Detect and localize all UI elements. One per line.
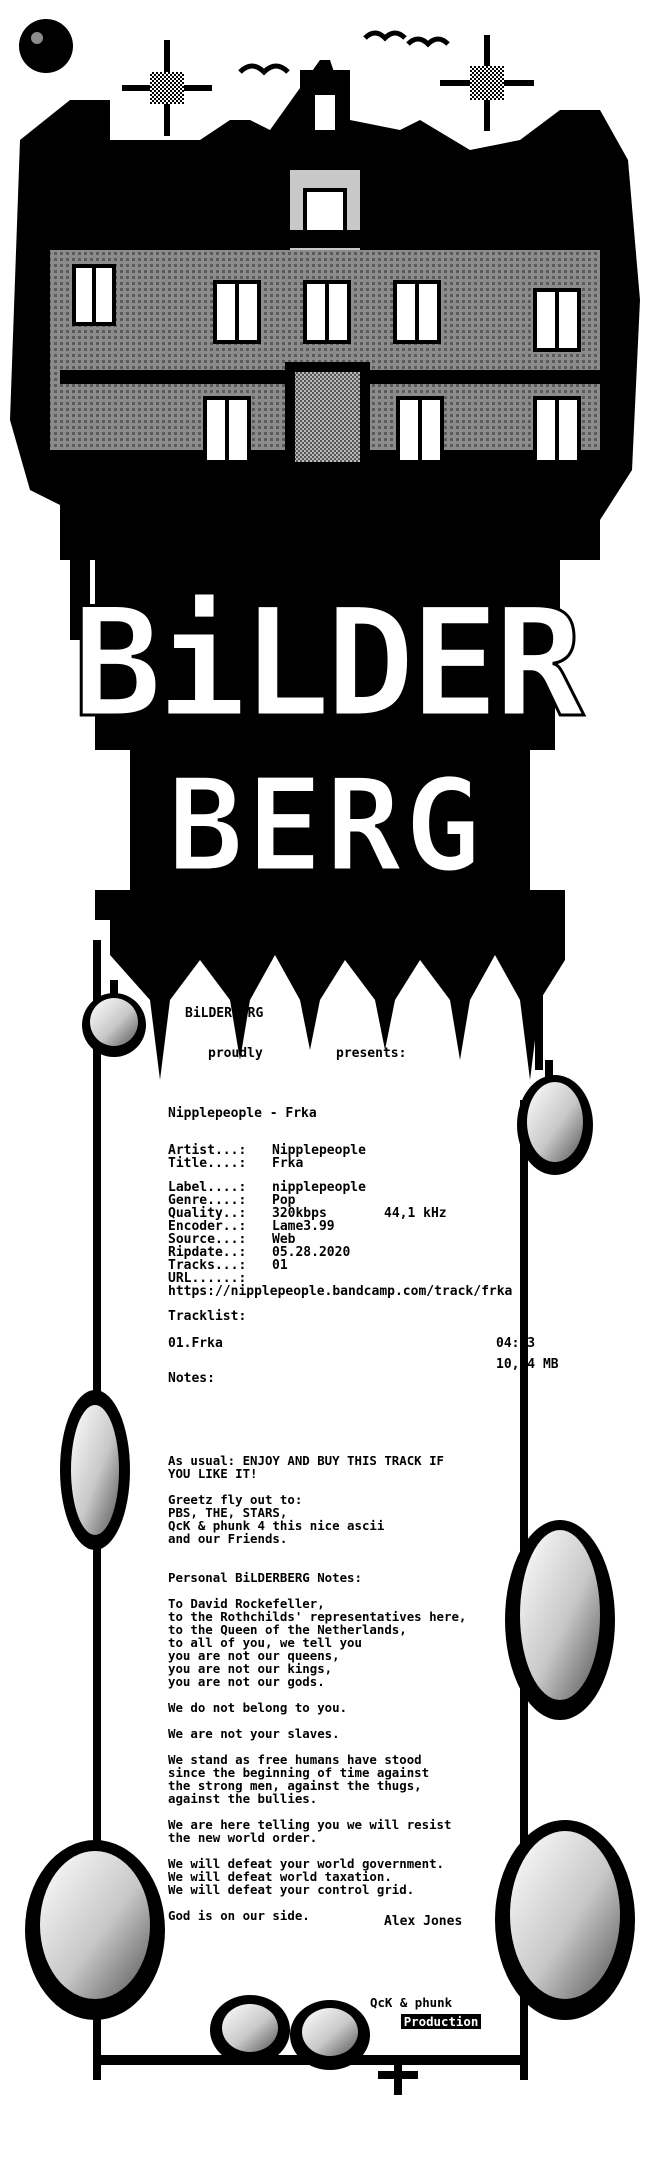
bilderberg-logo: BiLDER BERG — [71, 550, 592, 920]
credits-artists: QcK & phunk — [370, 1995, 453, 2010]
drip-band — [60, 500, 600, 640]
file-size: 10,04 MB — [496, 1357, 559, 1372]
moon-icon — [19, 19, 73, 73]
body-text: As usual: ENJOY AND BUY THIS TRACK IF YO… — [168, 1453, 467, 1923]
info-key: Quality..: — [168, 1206, 247, 1221]
presents-text: presents: — [336, 1046, 407, 1061]
track-name: 01.Frka — [168, 1336, 223, 1351]
info-key: Source...: — [168, 1232, 247, 1247]
info-value: Pop — [272, 1193, 296, 1208]
group-name: BiLDERBERG — [185, 1006, 264, 1021]
track-duration: 04:23 — [496, 1336, 536, 1351]
info-value: nipplepeople — [272, 1180, 366, 1195]
info-key: Encoder..: — [168, 1219, 247, 1234]
sparkle-icon — [122, 35, 534, 136]
proudly-text: proudly — [208, 1046, 263, 1061]
info-value: Lame3.99 — [272, 1219, 335, 1234]
info-key: Tracks...: — [168, 1258, 247, 1273]
info-value: 05.28.2020 — [272, 1245, 351, 1260]
info-value: Nipplepeople — [272, 1143, 366, 1158]
info-key: Artist...: — [168, 1143, 247, 1158]
credits-production: Production — [401, 2014, 481, 2029]
info-key: URL......: — [168, 1271, 247, 1286]
mansion-illustration — [10, 60, 640, 545]
bird-icon — [238, 30, 450, 76]
info-key: Ripdate..: — [168, 1245, 247, 1260]
info-value: Web — [272, 1232, 296, 1247]
info-value: 01 — [272, 1258, 288, 1273]
info-extra: 44,1 kHz — [384, 1206, 447, 1221]
logo-line-2: BERG — [167, 752, 483, 901]
small-sparkle-icon — [378, 2055, 418, 2095]
release-title: Nipplepeople - Frka — [168, 1106, 317, 1121]
release-url[interactable]: https://nipplepeople.bandcamp.com/track/… — [168, 1284, 513, 1299]
tracklist-label: Tracklist: — [168, 1309, 247, 1324]
info-value: Frka — [272, 1156, 304, 1171]
info-key: Genre....: — [168, 1193, 247, 1208]
info-value: 320kbps — [272, 1206, 327, 1221]
info-key: Label....: — [168, 1180, 247, 1195]
notes-label: Notes: — [168, 1371, 215, 1386]
logo-line-1: BiLDER — [72, 577, 585, 751]
info-key: Title....: — [168, 1156, 247, 1171]
hanging-ornaments — [25, 980, 635, 2070]
logo-drips — [110, 920, 565, 1080]
signature: Alex Jones — [384, 1914, 463, 1929]
